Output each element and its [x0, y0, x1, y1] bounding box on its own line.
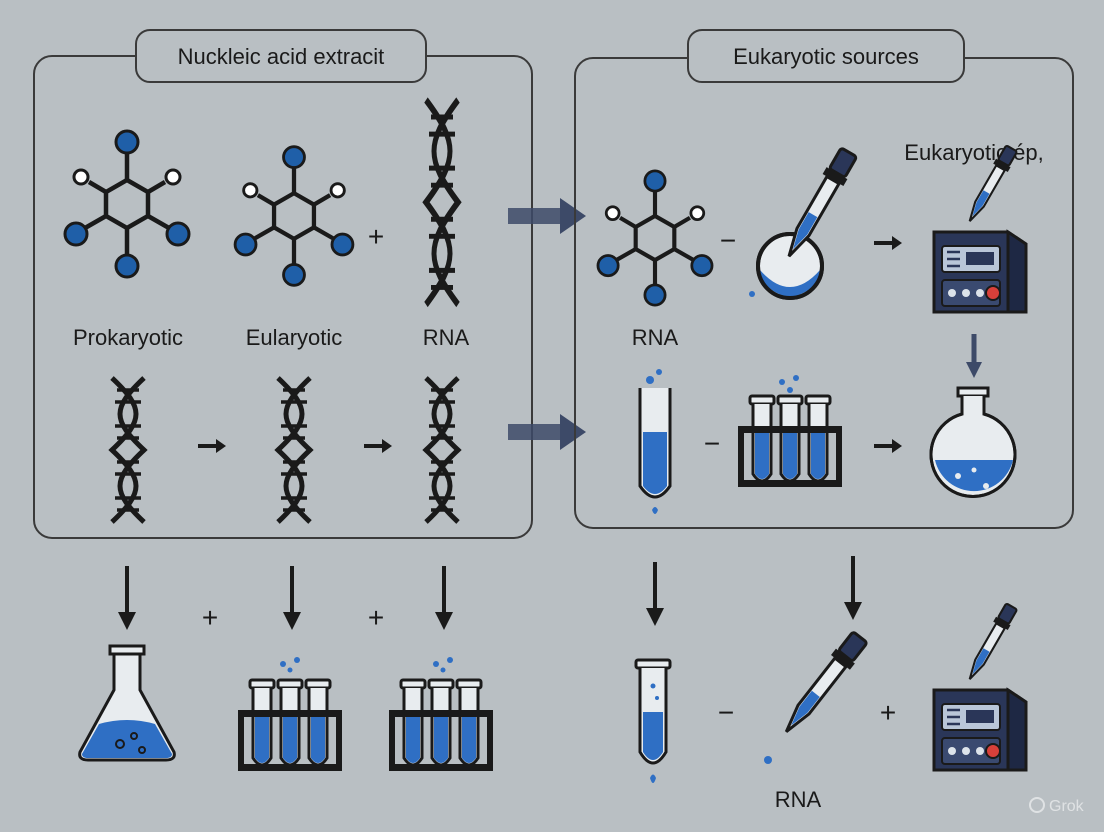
prokaryotic-label: Prokaryotic — [73, 325, 183, 350]
test-tube-rack-icon — [738, 396, 842, 487]
dna-helix-icon — [426, 378, 458, 522]
eukaryotic-molecule-icon — [235, 147, 353, 286]
erlenmeyer-flask-icon — [78, 644, 176, 762]
dna-helix-icon — [112, 378, 144, 522]
left-panel-frame — [33, 55, 533, 539]
connector-arrow-icon — [508, 414, 586, 450]
down-arrow-icon — [644, 560, 666, 628]
dna-helix-icon — [278, 378, 310, 522]
down-arrow-icon — [433, 564, 455, 632]
eukaryotic-label: Eularyotic — [246, 325, 343, 350]
down-arrow-icon — [116, 564, 138, 632]
rna-left-label: RNA — [423, 325, 470, 350]
pipette-icon — [764, 628, 872, 764]
arrow-icon — [872, 437, 904, 455]
test-tube-icon — [638, 369, 672, 514]
down-arrow-icon — [842, 554, 864, 622]
minus-operator: − — [718, 697, 734, 728]
watermark-text: Grok — [1049, 798, 1085, 815]
round-flask-icon — [929, 386, 1017, 498]
pipette-icon — [961, 601, 1021, 685]
right-panel-title-box — [687, 29, 965, 83]
minus-operator: − — [704, 428, 720, 459]
plus-operator: + — [368, 602, 384, 633]
connector-arrow-icon — [508, 198, 586, 234]
arrow-icon — [362, 437, 394, 455]
dna-helix-icon — [426, 100, 458, 304]
arrow-icon — [872, 234, 904, 252]
arrow-icon — [196, 437, 228, 455]
bubble-dots — [280, 657, 300, 673]
eukaryotic-sp-label: Eukaryotic ép, — [904, 140, 1043, 165]
right-panel-title: Eukaryotic sources — [733, 44, 919, 69]
beaker-with-pipette-icon — [749, 144, 861, 300]
test-tube-rack-icon — [389, 680, 493, 771]
left-panel-title-box — [135, 29, 427, 83]
prokaryotic-molecule-icon — [65, 131, 189, 277]
lab-instrument-icon — [932, 688, 1028, 772]
rna-bottom-label: RNA — [775, 787, 822, 812]
plus-operator: + — [368, 221, 384, 252]
plus-operator: + — [880, 697, 896, 728]
minus-operator: − — [720, 225, 736, 256]
bubble-dots — [433, 657, 453, 673]
plus-operator: + — [202, 602, 218, 633]
left-panel-title: Nuckleic acid extracit — [178, 44, 385, 69]
test-tube-icon — [634, 658, 672, 783]
test-tube-rack-icon — [238, 680, 342, 771]
rna-right-label: RNA — [632, 325, 679, 350]
down-arrow-icon — [966, 334, 982, 378]
watermark: Grok — [1029, 797, 1085, 815]
lab-instrument-icon — [932, 230, 1028, 314]
rna-molecule-icon — [598, 171, 712, 305]
down-arrow-icon — [281, 564, 303, 632]
bubble-dots — [779, 375, 799, 393]
